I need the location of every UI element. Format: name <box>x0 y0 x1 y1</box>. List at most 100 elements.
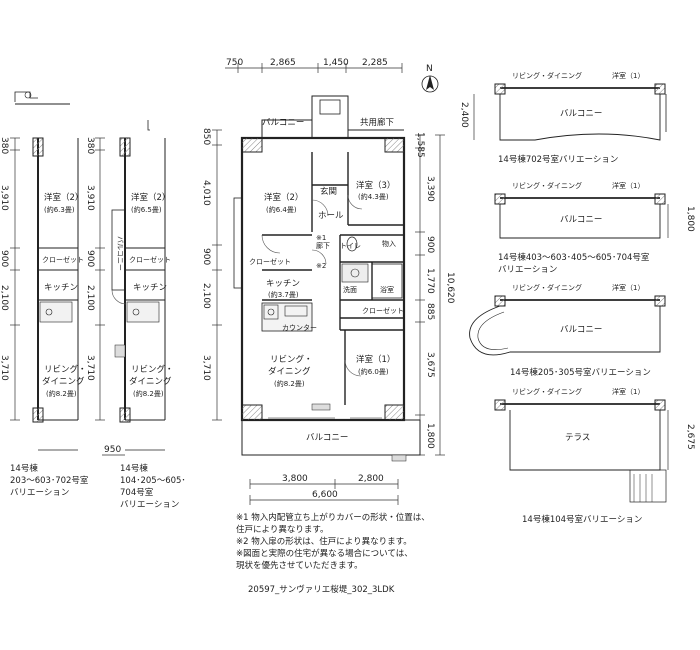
room-wash-label: 洗面 <box>343 285 357 294</box>
top-dim-2: 2,865 <box>270 58 296 68</box>
rv2-caption-2: バリエーション <box>498 265 557 275</box>
main-left-dimension-line <box>212 129 222 421</box>
rv2-balcony-label: バルコニー <box>560 215 602 225</box>
room-closet-label: クローゼット <box>249 257 291 266</box>
var2-dim-1: 380 <box>85 137 95 154</box>
top-dim-1: 750 <box>226 58 243 68</box>
room-storage-label: 物入 <box>382 239 396 248</box>
note-4: ※図面と実際の住宅が異なる場合については、 <box>236 549 413 559</box>
var2-dim-3: 900 <box>85 250 95 267</box>
var2-bedroom2-label: 洋室（2） <box>131 192 170 203</box>
rv4-ld-label: リビング・ダイニング <box>512 387 582 396</box>
mark2-label: ※2 <box>316 262 326 270</box>
top-dim-3: 1,450 <box>323 58 349 68</box>
var2-dim-2: 3,910 <box>85 185 95 211</box>
north-arrow-icon <box>421 75 439 93</box>
variation-1-plan <box>14 91 79 451</box>
right-variant-1-plan <box>494 83 667 141</box>
var1-caption: 14号棟 203～603･702号室 バリエーション <box>10 464 89 498</box>
var1-closet-label: クローゼット <box>42 255 84 264</box>
room-closet2-label: クローゼット <box>362 306 404 315</box>
room-living-label-2: ダイニング <box>268 366 311 377</box>
rv2-ld-label: リビング・ダイニング <box>512 181 582 190</box>
rv1-room-label: 洋室（1） <box>612 71 644 80</box>
right-dim-5: 885 <box>425 303 435 320</box>
room-toilet-label: トイレ <box>340 242 361 250</box>
room-bedroom2-label: 洋室（2） <box>264 192 303 203</box>
rv2-dim: 1,800 <box>685 206 695 232</box>
rv4-caption: 14号棟104号室バリエーション <box>522 514 642 525</box>
rv1-balcony-label: バルコニー <box>560 109 602 119</box>
right-dim-1: 1,585 <box>415 132 425 158</box>
var1-kitchen-label: キッチン <box>44 283 78 293</box>
note-1: ※1 物入内配管立ち上がりカバーの形状・位置は、 <box>236 513 430 523</box>
mid-left-dim-3: 900 <box>201 248 211 265</box>
rv2-caption-1: 14号棟403～603･405～605･704号室 <box>498 252 650 263</box>
mid-left-dim-2: 4,010 <box>201 180 211 206</box>
right-variant-4-plan <box>494 399 669 503</box>
bottom-dimension-line <box>249 479 399 505</box>
room-bedroom1-label: 洋室（1） <box>356 354 395 365</box>
rv1-caption: 14号棟702号室バリエーション <box>498 154 618 165</box>
var2-dim-4: 2,100 <box>85 285 95 311</box>
room-bath-label: 浴室 <box>380 285 394 294</box>
room-entrance-label: 玄関 <box>320 186 337 197</box>
right-dim-4: 1,770 <box>425 268 435 294</box>
rv2-room-label: 洋室（1） <box>612 181 644 190</box>
right-dim-7: 1,800 <box>425 423 435 449</box>
var1-dim-2: 3,910 <box>0 185 9 211</box>
var2-balcony-label: バルコニー <box>116 236 124 271</box>
room-kitchen-size: (約3.7畳) <box>268 290 299 299</box>
var2-living-label-2: ダイニング <box>129 376 172 387</box>
var2-dim-5: 3,710 <box>85 355 95 381</box>
var2-bedroom2-size: (約6.5畳) <box>131 205 162 214</box>
balcony-top-label: バルコニー <box>262 118 304 128</box>
rv4-terrace-label: テラス <box>565 433 590 443</box>
var1-dim-3: 900 <box>0 250 9 267</box>
rv3-balcony-label: バルコニー <box>560 325 602 335</box>
total-width-dim: 6,600 <box>312 490 338 500</box>
rv3-ld-label: リビング・ダイニング <box>512 283 582 292</box>
mid-left-dim-5: 3,710 <box>201 355 211 381</box>
rv3-room-label: 洋室（1） <box>612 283 644 292</box>
var2-living-size: (約8.2畳) <box>133 389 164 398</box>
rv1-dim: 2,400 <box>459 102 469 128</box>
rv1-ld-label: リビング・ダイニング <box>512 71 582 80</box>
balcony-label: バルコニー <box>306 433 348 443</box>
var1-dim-4: 2,100 <box>0 285 9 311</box>
variation-2-dimension-line <box>95 137 125 456</box>
main-plan <box>233 95 421 462</box>
right-variant-2-plan <box>494 193 669 239</box>
var1-living-size: (約8.2畳) <box>46 389 77 398</box>
var2-caption: 14号棟 104･205～605･ 704号室 バリエーション <box>120 464 186 510</box>
room-hall-label: ホール <box>318 211 344 221</box>
room-corridor-label: 廊下 <box>316 241 330 250</box>
top-dim-4: 2,285 <box>362 58 388 68</box>
total-height-dim: 10,620 <box>445 272 455 304</box>
var1-living-label: リビング・ <box>44 364 87 375</box>
var1-bedroom2-size: (約6.3畳) <box>44 205 75 214</box>
mid-left-dim-1: 850 <box>201 128 211 145</box>
north-label: N <box>426 64 433 74</box>
room-counter-label: カウンター <box>282 323 317 332</box>
bottom-dim-2: 2,800 <box>358 474 384 484</box>
var2-bottom-dim: 950 <box>104 445 121 455</box>
room-kitchen-label: キッチン <box>266 279 300 289</box>
mark1-label: ※1 <box>316 234 326 242</box>
rv3-caption: 14号棟205･305号室バリエーション <box>510 367 651 378</box>
room-bedroom1-size: (約6.0畳) <box>358 367 389 376</box>
var2-kitchen-label: キッチン <box>133 283 167 293</box>
note-5: 現状を優先させていただきます。 <box>236 561 363 571</box>
var1-dim-1: 380 <box>0 137 9 154</box>
right-dim-6: 3,675 <box>425 352 435 378</box>
notes-block: ※1 物入内配管立ち上がりカバーの形状・位置は、 住戸により異なります。 ※2 … <box>236 512 430 572</box>
room-bedroom3-label: 洋室（3） <box>356 180 395 191</box>
room-living-size: (約8.2畳) <box>274 379 305 388</box>
room-bedroom3-size: (約4.3畳) <box>358 192 389 201</box>
right-dim-3: 900 <box>425 236 435 253</box>
right-dim-2: 3,390 <box>425 176 435 202</box>
var1-living-label-2: ダイニング <box>42 376 85 387</box>
common-corridor-label: 共用廊下 <box>360 117 395 128</box>
right-dimension-line <box>415 134 445 456</box>
